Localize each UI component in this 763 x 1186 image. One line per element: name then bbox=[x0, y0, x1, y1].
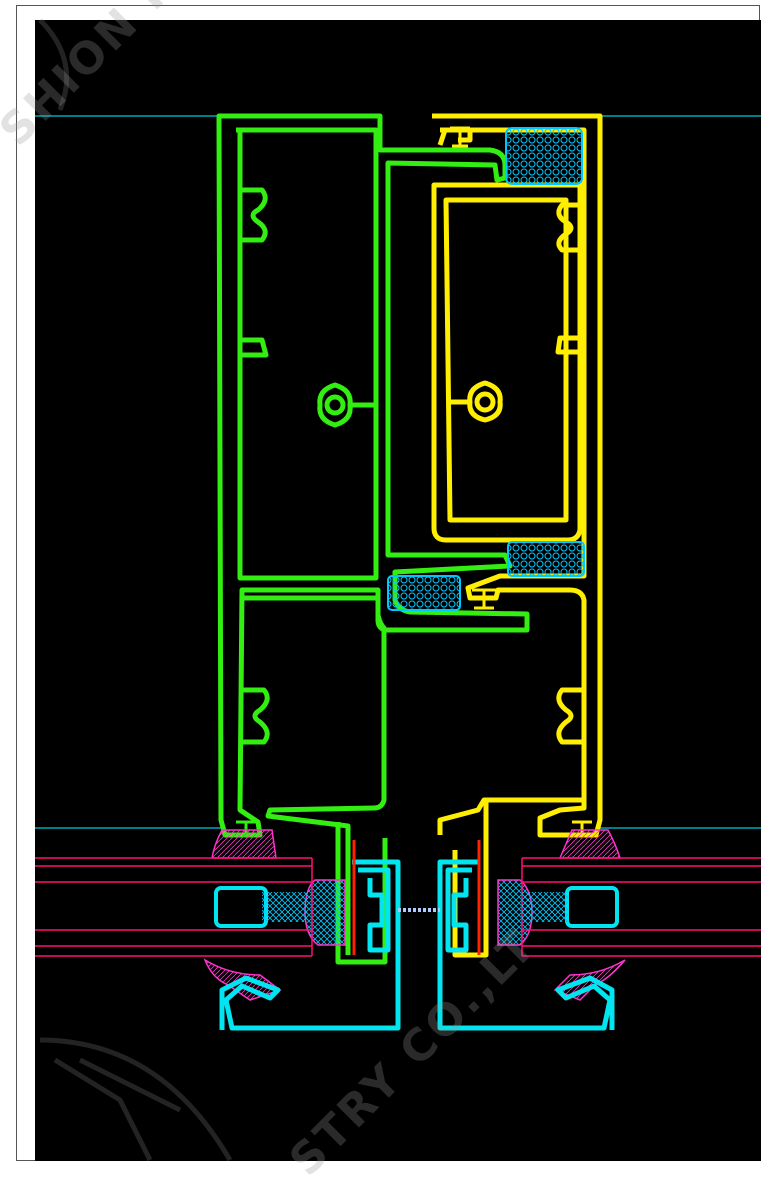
t-clip-top bbox=[450, 126, 470, 148]
insulation-strips bbox=[387, 127, 585, 611]
company-logo-watermark bbox=[38, 18, 233, 1162]
mullion-screw-port-2 bbox=[240, 337, 269, 358]
transom-screw-port-3 bbox=[556, 687, 584, 745]
gasket-left-bracket bbox=[304, 879, 346, 946]
spacer-fills bbox=[262, 892, 568, 922]
pressure-plate-left bbox=[219, 859, 401, 1031]
transom-inner-chamber bbox=[431, 182, 583, 543]
mullion-upper-chamber bbox=[236, 127, 379, 581]
pressure-plates bbox=[219, 859, 615, 1031]
pressure-plate-right bbox=[437, 859, 615, 1031]
red-strips bbox=[352, 840, 481, 955]
mullion-central-port bbox=[317, 382, 376, 428]
transom-profile bbox=[431, 113, 603, 958]
transom-central-port bbox=[450, 380, 503, 423]
transom-screw-port-1 bbox=[556, 202, 584, 253]
t-clips bbox=[236, 126, 592, 835]
transom-inner-chamber-inset bbox=[443, 197, 569, 523]
mullion-screw-port-3 bbox=[240, 687, 270, 745]
transom-outer-outline bbox=[432, 113, 603, 838]
transom-top-slot bbox=[440, 127, 473, 143]
mullion-central-hole bbox=[324, 394, 346, 416]
transom-central-hole bbox=[474, 391, 496, 413]
t-clip-lower bbox=[472, 588, 496, 610]
gasket-left-top bbox=[211, 829, 277, 859]
insulation-strip-mid bbox=[507, 541, 585, 577]
insulation-strip-low bbox=[387, 575, 461, 611]
insulation-strip-top bbox=[505, 127, 583, 185]
transom-screw-port-2 bbox=[555, 335, 584, 355]
mullion-lower-chamber bbox=[242, 595, 387, 955]
glass-unit-left bbox=[35, 857, 313, 957]
mullion-screw-port-1 bbox=[240, 187, 268, 243]
